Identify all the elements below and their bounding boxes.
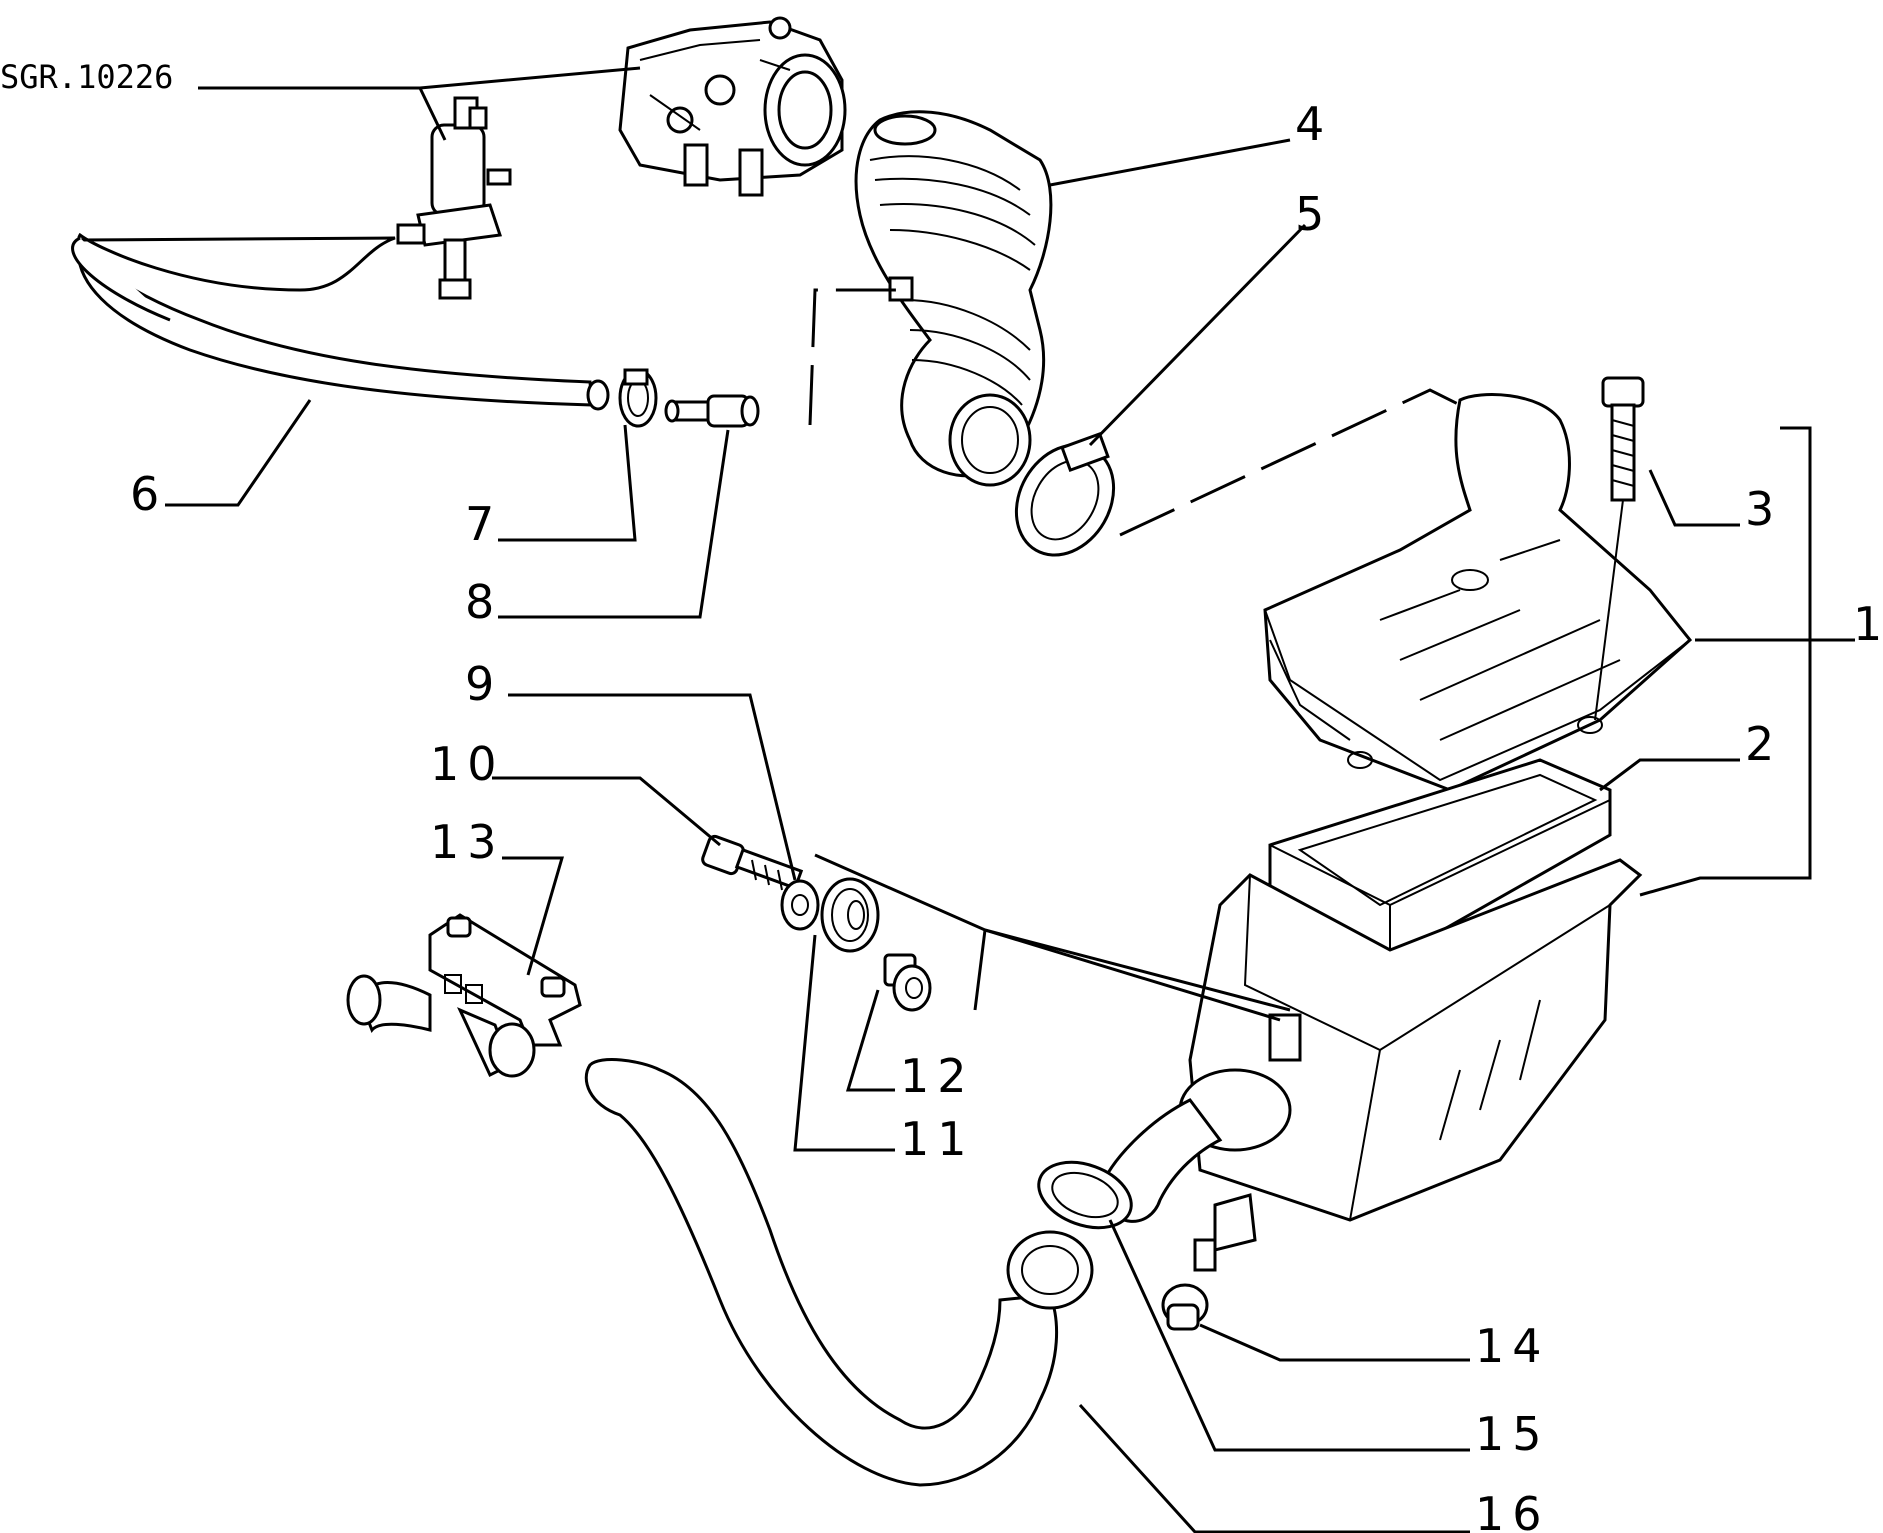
callout-7: 7 [465,497,502,551]
callout-1: 1 [1853,597,1883,651]
throttle-body [618,16,847,197]
callout-8: 8 [465,575,502,629]
grommet-11 [820,877,880,953]
callout-5: 5 [1295,187,1332,241]
clamp-7 [618,368,658,428]
callout-9: 9 [465,657,502,711]
air-box [1098,858,1643,1272]
intake-duct-4 [854,110,1053,487]
grommet-14 [1161,1283,1209,1331]
bolt-3 [1594,376,1645,721]
bracket-13 [346,913,582,1078]
air-filter-cover [1263,393,1693,792]
callout-16: 16 [1475,1487,1550,1533]
reference-code: SGR.10226 [0,58,173,96]
callout-6: 6 [130,467,167,521]
callout-2: 2 [1745,717,1782,771]
callout-numbers: 1 2 3 4 5 6 7 8 9 10 11 12 13 14 15 16 [130,97,1883,1533]
callout-14: 14 [1475,1319,1550,1373]
hose-6 [71,232,610,411]
washer-9 [780,879,820,931]
callout-11: 11 [900,1112,975,1166]
clamp-15 [1037,1160,1133,1230]
callout-3: 3 [1745,482,1782,536]
idle-air-valve [396,96,512,300]
clamp-5 [1014,431,1116,557]
callout-12: 12 [900,1049,975,1103]
callout-15: 15 [1475,1407,1550,1461]
callout-10: 10 [430,737,505,791]
leader-lines [165,66,1855,1533]
callout-13: 13 [430,815,505,869]
fitting-8 [664,394,760,428]
hose-16 [584,1058,1094,1487]
bolt-10 [701,834,804,891]
spacer-12 [883,953,932,1012]
callout-4: 4 [1295,97,1332,151]
